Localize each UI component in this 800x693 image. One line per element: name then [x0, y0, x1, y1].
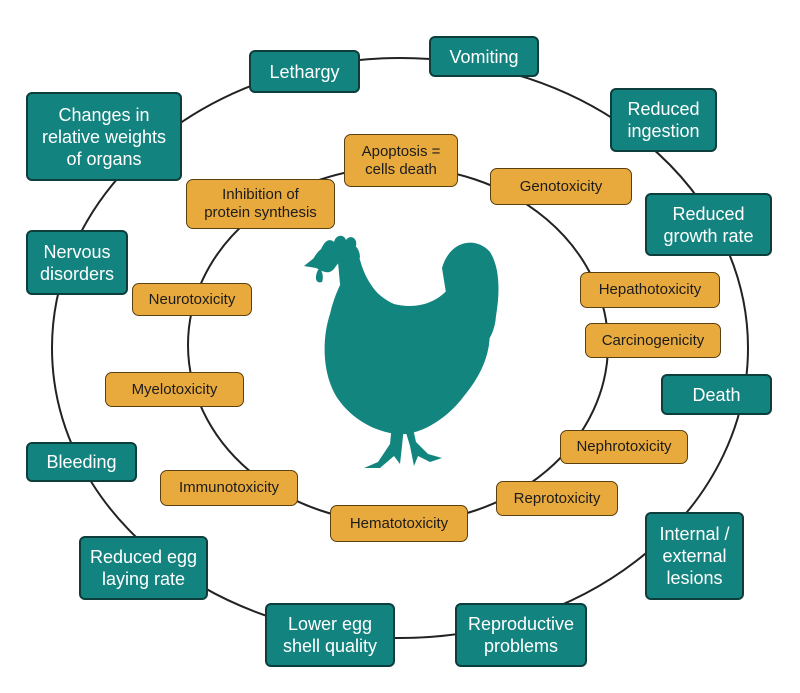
- effect-bleeding: Bleeding: [26, 442, 137, 482]
- hen-silhouette-icon: [304, 235, 499, 468]
- effect-neurotoxicity: Neurotoxicity: [132, 283, 252, 316]
- effect-reduced-egg-laying-rate: Reduced egg laying rate: [79, 536, 208, 600]
- effect-myelotoxicity: Myelotoxicity: [105, 372, 244, 407]
- effect-hematotoxicity: Hematotoxicity: [330, 505, 468, 542]
- effect-reproductive-problems: Reproductive problems: [455, 603, 587, 667]
- effect-vomiting: Vomiting: [429, 36, 539, 77]
- effect-inhibition-of-protein-synthesis: Inhibition of protein synthesis: [186, 179, 335, 229]
- effect-hepathotoxicity: Hepathotoxicity: [580, 272, 720, 308]
- effect-death: Death: [661, 374, 772, 415]
- effect-reduced-growth-rate: Reduced growth rate: [645, 193, 772, 256]
- effect-reduced-ingestion: Reduced ingestion: [610, 88, 717, 152]
- effect-lower-egg-shell-quality: Lower egg shell quality: [265, 603, 395, 667]
- effect-genotoxicity: Genotoxicity: [490, 168, 632, 205]
- effect-nephrotoxicity: Nephrotoxicity: [560, 430, 688, 464]
- effect-nervous-disorders: Nervous disorders: [26, 230, 128, 295]
- effect-reprotoxicity: Reprotoxicity: [496, 481, 618, 516]
- effect-changes-in-organ-weights: Changes in relative weights of organs: [26, 92, 182, 181]
- effect-internal-external-lesions: Internal / external lesions: [645, 512, 744, 600]
- effect-apoptosis: Apoptosis = cells death: [344, 134, 458, 187]
- effect-immunotoxicity: Immunotoxicity: [160, 470, 298, 506]
- effect-lethargy: Lethargy: [249, 50, 360, 93]
- outer-ring: [51, 57, 749, 639]
- effect-carcinogenicity: Carcinogenicity: [585, 323, 721, 358]
